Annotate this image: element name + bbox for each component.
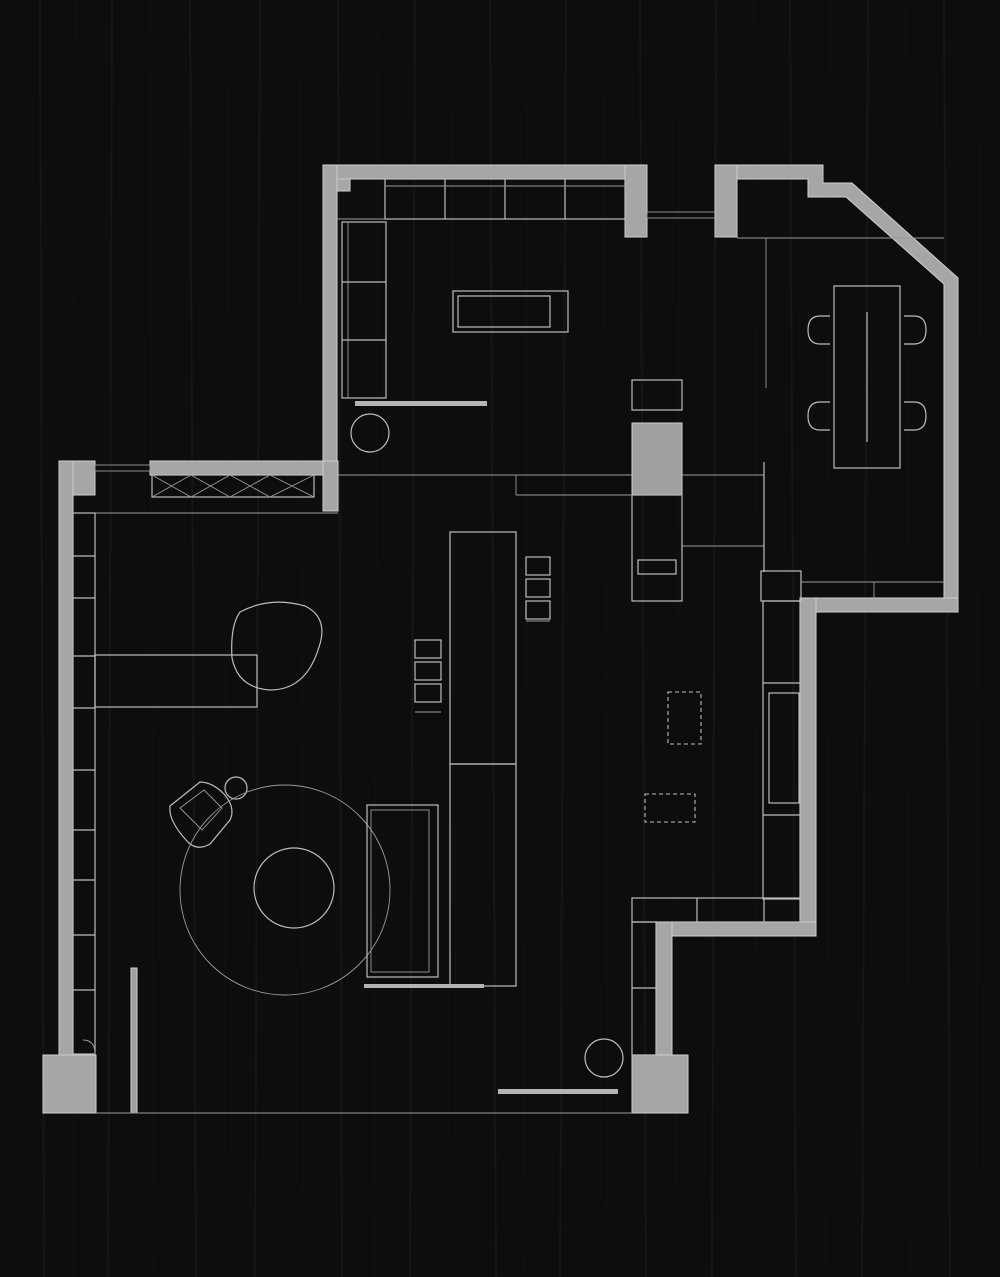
chair [807, 315, 830, 345]
appliance [631, 379, 683, 411]
oven [637, 559, 677, 575]
coffee-table [253, 847, 335, 929]
chair [807, 401, 830, 431]
wall-segment [799, 597, 817, 937]
bar-stool [525, 600, 551, 620]
plant [350, 413, 390, 453]
ottoman-dashed [667, 691, 702, 745]
dining-area [737, 237, 944, 469]
wall-segment [322, 460, 339, 512]
floor-lamp-stand [130, 967, 138, 1114]
wall-column [624, 164, 648, 238]
plant [584, 1038, 624, 1078]
bar-stool [525, 578, 551, 598]
left-shelf [341, 221, 387, 399]
window [94, 464, 151, 472]
door-swing [82, 1039, 96, 1055]
window-seat [151, 474, 315, 498]
walls [42, 164, 959, 1114]
tall-wardrobe [762, 600, 801, 900]
wall-desk [94, 654, 258, 708]
left-cabinet [72, 512, 96, 1055]
living-area [72, 474, 632, 1114]
ledge [364, 984, 484, 988]
wall-segment [715, 164, 959, 613]
sofa-seat [370, 809, 430, 973]
desk [452, 290, 569, 333]
study-room [337, 178, 632, 476]
bar-stool [414, 639, 442, 659]
wall-segment [322, 164, 644, 180]
armchair [169, 781, 233, 848]
wall-column [631, 1054, 689, 1114]
tv-unit [768, 692, 800, 804]
wall-segment [322, 164, 338, 476]
wall-column [42, 1054, 97, 1114]
wall-segment [655, 921, 673, 1058]
wall-segment [149, 460, 339, 476]
right-cabinetry [498, 570, 944, 1094]
bar-stool [414, 683, 442, 703]
bar-stool [525, 556, 551, 576]
pouf-dashed [644, 793, 696, 823]
wall-segment [58, 460, 74, 1057]
tall-cabinet [631, 494, 683, 602]
dining-table [833, 285, 901, 469]
chair [904, 315, 927, 345]
armchair-seat [179, 789, 223, 831]
counter [631, 897, 801, 923]
side-table [224, 776, 248, 800]
wall-column [714, 164, 738, 238]
wall-segment [799, 597, 959, 613]
ledge [355, 401, 487, 406]
column [631, 422, 683, 496]
round-rug [179, 784, 391, 996]
chair [904, 401, 927, 431]
egg-chair [231, 601, 323, 691]
bar-stool [414, 661, 442, 681]
desk-inner [457, 295, 551, 328]
wall-segment [655, 921, 817, 937]
kitchen-island [414, 531, 551, 987]
ledge [498, 1089, 618, 1094]
kitchen-column [515, 379, 765, 602]
storage-cross-marks [151, 474, 315, 498]
sofa [366, 804, 439, 978]
